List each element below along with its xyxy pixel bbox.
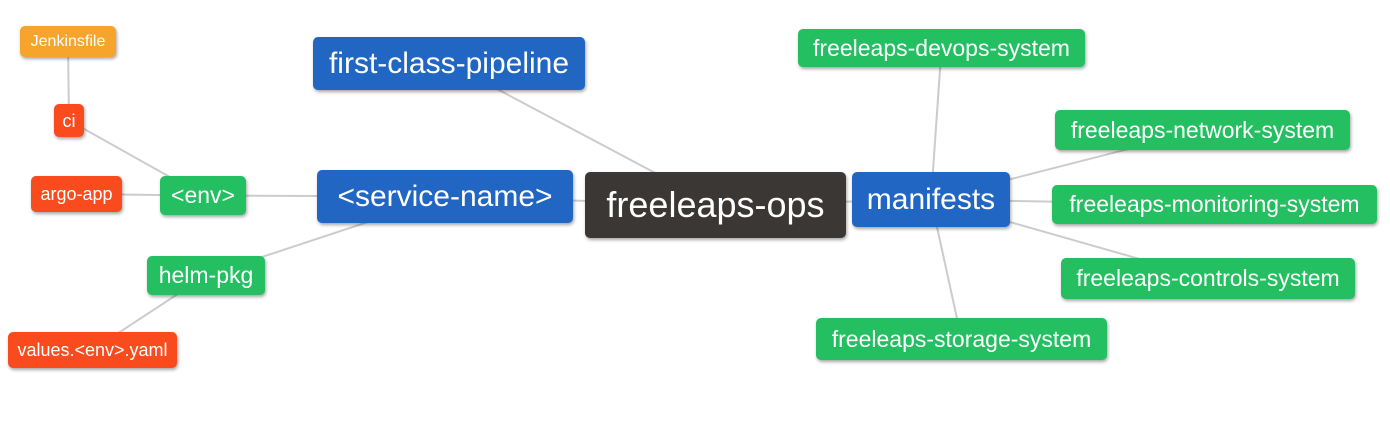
node-first-class-pipeline[interactable]: first-class-pipeline — [313, 37, 585, 90]
node-service-name[interactable]: <service-name> — [317, 170, 573, 223]
node-argo-app[interactable]: argo-app — [31, 176, 122, 212]
node-freeleaps-ops[interactable]: freeleaps-ops — [585, 172, 846, 238]
node-ci[interactable]: ci — [54, 104, 84, 137]
node-freeleaps-monitoring-system[interactable]: freeleaps-monitoring-system — [1052, 185, 1377, 224]
node-freeleaps-controls-system[interactable]: freeleaps-controls-system — [1061, 258, 1355, 299]
node-values-env-yaml[interactable]: values.<env>.yaml — [8, 332, 177, 368]
node-env[interactable]: <env> — [160, 176, 246, 215]
node-freeleaps-network-system[interactable]: freeleaps-network-system — [1055, 110, 1350, 150]
node-freeleaps-devops-system[interactable]: freeleaps-devops-system — [798, 29, 1085, 67]
node-freeleaps-storage-system[interactable]: freeleaps-storage-system — [816, 318, 1107, 360]
node-manifests[interactable]: manifests — [852, 172, 1010, 227]
node-jenkinsfile[interactable]: Jenkinsfile — [20, 26, 116, 57]
node-helm-pkg[interactable]: helm-pkg — [147, 256, 265, 295]
